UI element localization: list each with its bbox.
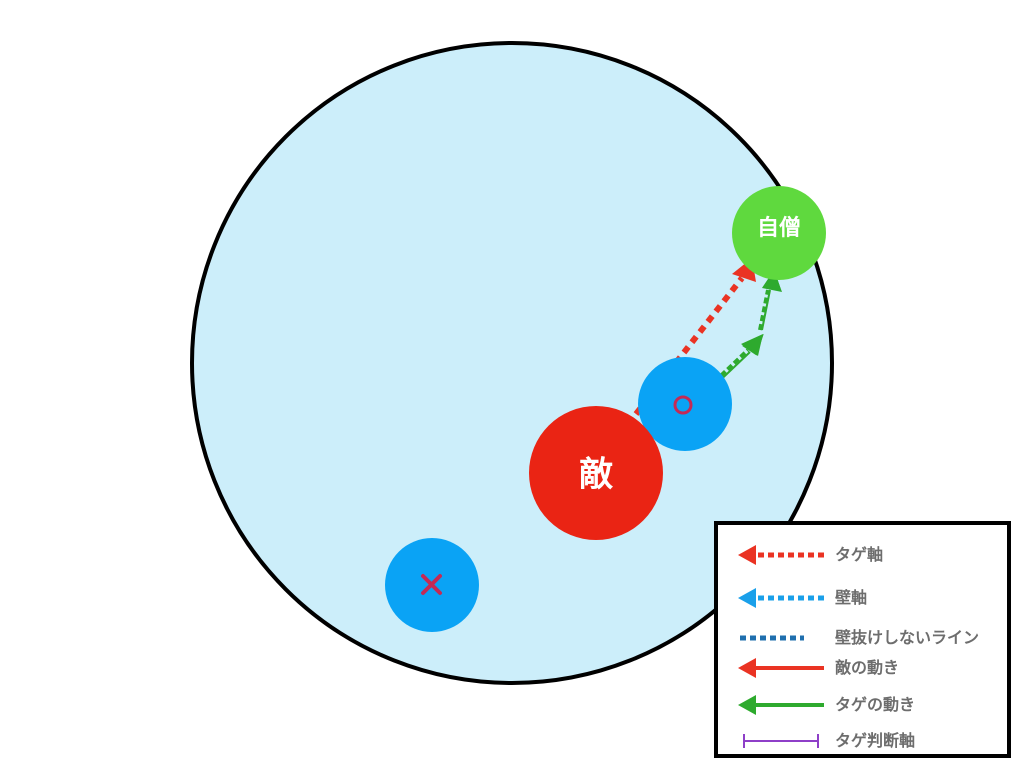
blue-dotted-arrow-icon: [738, 588, 824, 608]
legend-item-wall-axis: 壁軸: [734, 586, 1006, 610]
wall-token-bad: [385, 538, 479, 632]
legend-item-no-wall-pass-line: 壁抜けしないライン: [734, 626, 1006, 650]
legend-label: 壁軸: [835, 588, 868, 607]
red-dotted-arrow-icon: [738, 545, 824, 565]
dark-blue-dotted-line-icon: [740, 635, 804, 641]
green-solid-arrow-icon: [738, 695, 824, 715]
bad-mark-icon: [421, 574, 442, 595]
purple-bar-icon: [743, 734, 819, 748]
self-token: 自僧: [732, 186, 826, 280]
legend: タゲ軸 壁軸 壁抜けしないライン 敵の動き タゲの動き: [714, 521, 1011, 758]
red-solid-arrow-icon: [738, 658, 824, 678]
enemy-token: 敵: [529, 406, 663, 540]
enemy-label: 敵: [579, 455, 614, 495]
legend-label: タゲの動き: [835, 695, 916, 714]
legend-item-enemy-movement: 敵の動き: [734, 656, 1006, 680]
legend-item-target-decision-axis: タゲ判断軸: [734, 729, 1006, 753]
legend-item-target-movement: タゲの動き: [734, 693, 1006, 717]
legend-item-target-axis: タゲ軸: [734, 543, 1006, 567]
self-label: 自僧: [757, 215, 801, 241]
wall-token-good: [638, 357, 732, 451]
legend-label: 敵の動き: [835, 658, 900, 677]
legend-label: タゲ判断軸: [835, 731, 916, 750]
arena-circle: [190, 41, 834, 685]
legend-label: タゲ軸: [835, 545, 884, 564]
legend-label: 壁抜けしないライン: [835, 628, 980, 647]
good-mark-icon: [673, 395, 693, 415]
